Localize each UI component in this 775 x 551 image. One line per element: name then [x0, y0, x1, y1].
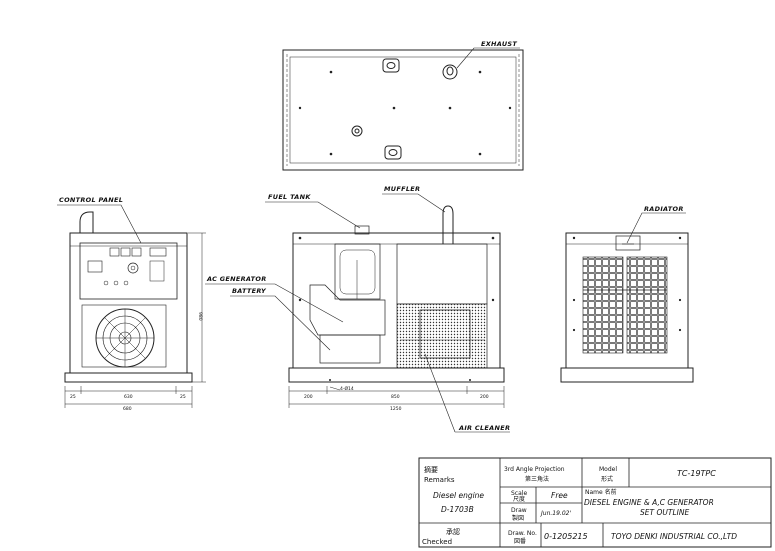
side-dim-height: 980	[197, 312, 203, 321]
checked-en: Checked	[422, 538, 452, 546]
top-cap-1-icon	[382, 58, 400, 73]
front-dim-mid: 850	[391, 394, 400, 400]
exhaust-label: EXHAUST	[481, 40, 517, 48]
name-label: Name 名前	[585, 488, 617, 496]
draw-label: Draw	[511, 507, 527, 514]
battery	[319, 334, 381, 364]
engine-model: D-1703B	[441, 505, 474, 514]
side-view-frame	[69, 232, 188, 374]
side-dim-right: 25	[180, 394, 186, 400]
control-panel-box	[79, 242, 178, 300]
radiator-grille-right	[626, 256, 668, 354]
scale-label: Scale	[511, 490, 527, 497]
front-base-skid	[288, 367, 505, 383]
radiator-cap-icon	[615, 235, 641, 251]
name-line2: SET OUTLINE	[640, 508, 689, 517]
radiator-label: RADIATOR	[644, 205, 684, 213]
radiator-base-skid	[560, 367, 694, 383]
side-dim-left: 25	[70, 394, 76, 400]
drawno-value: 0-1205215	[544, 532, 588, 541]
model-label: Model	[599, 466, 617, 473]
control-dial-icon	[127, 262, 139, 274]
exhaust-outlet-icon	[442, 64, 458, 80]
ac-generator-label: AC GENERATOR	[206, 275, 267, 283]
top-view	[282, 47, 524, 171]
top-view-inner-frame	[289, 56, 517, 164]
remarks-jp: 摘要	[424, 465, 438, 474]
draw-label-jp: 製図	[512, 514, 524, 522]
engine-block	[396, 303, 488, 369]
model-label-jp: 形式	[601, 475, 613, 483]
control-panel-label: CONTROL PANEL	[59, 196, 123, 204]
muffler-box	[396, 243, 488, 305]
side-exhaust-pipe	[79, 211, 94, 233]
scale-label-jp: 尺度	[513, 495, 525, 503]
top-view-frame	[282, 49, 524, 171]
radiator-view	[560, 212, 694, 383]
model-value: TC-19TPC	[677, 469, 716, 478]
fuel-tank-label: FUEL TANK	[268, 193, 311, 201]
front-dim-overall: 1250	[390, 406, 402, 412]
front-view	[205, 193, 510, 433]
radiator-grille-left	[582, 256, 624, 354]
remarks-en: Remarks	[424, 476, 455, 484]
company-name: TOYO DENKI INDUSTRIAL CO.,LTD	[611, 532, 737, 541]
fuel-cap-icon	[354, 225, 370, 235]
front-dim-right: 200	[480, 394, 489, 400]
drawno-label-jp: 図番	[514, 538, 526, 545]
top-cap-2-icon	[384, 145, 402, 160]
engine-label: Diesel engine	[433, 491, 484, 500]
fuel-tank	[334, 243, 381, 300]
name-line1: DIESEL ENGINE & A,C GENERATOR	[584, 498, 714, 507]
checked-jp: 承認	[446, 527, 460, 536]
muffler-label: MUFFLER	[384, 185, 420, 193]
draw-value: Jun.19.02'	[540, 510, 571, 517]
title-block	[418, 457, 772, 548]
ac-generator	[309, 284, 386, 336]
projection-jp: 第三角法	[525, 475, 549, 483]
battery-label: BATTERY	[232, 287, 267, 295]
front-dim-left: 200	[304, 394, 313, 400]
drawno-label: Draw. No.	[508, 530, 537, 537]
scale-value: Free	[551, 491, 568, 500]
side-dim-overall: 680	[123, 406, 132, 412]
side-dim-mid: 630	[124, 394, 133, 400]
air-cleaner-label: AIR CLEANER	[458, 424, 510, 432]
lifting-eye-icon	[351, 125, 363, 137]
top-view-bolts	[298, 70, 512, 156]
projection-label: 3rd Angle Projection	[504, 466, 565, 473]
side-base-skid	[64, 372, 193, 383]
side-view	[57, 204, 206, 408]
mount-holes-dim: 4-Ø14	[340, 385, 354, 392]
